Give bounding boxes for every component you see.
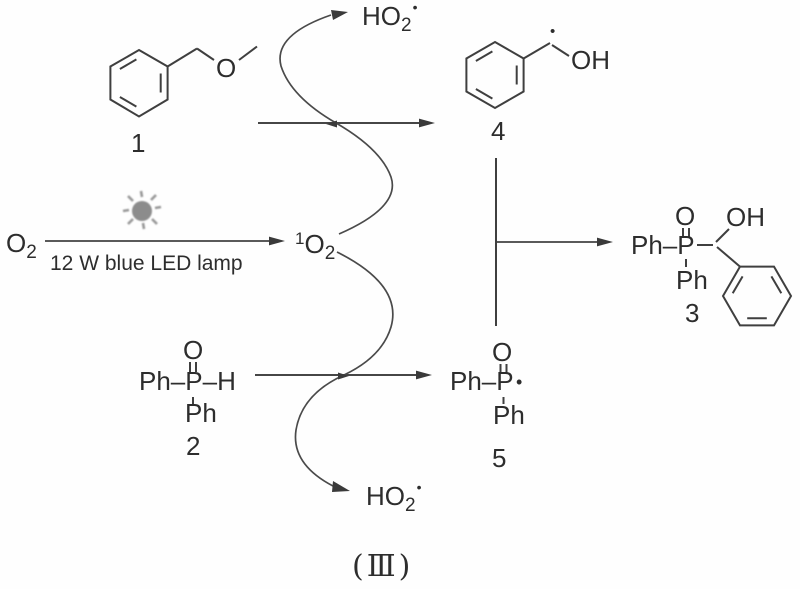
compound2-phenyl-below: Ph [185,398,217,428]
compound1-bonds [167,45,258,68]
compound5-oxo-oxygen: O [492,337,513,367]
compound2-backbone: Ph–P–H [139,366,236,396]
led-condition-label: 12 W blue LED lamp [50,252,243,275]
compound2-bonds [189,362,197,404]
arrow-compound1-to-4 [258,118,435,128]
arrow-to-compound3 [497,237,613,247]
ho2-radical-bottom-label: HO2• [366,479,422,516]
arrow-compound2-to-5 [255,370,432,380]
compound5-backbone: Ph–P [450,366,514,396]
compound1-number: 1 [131,128,146,158]
compound3-backbone: Ph–P [631,230,695,260]
compound4-hydroxyl: OH [571,45,610,75]
compound1-ether-oxygen: O [216,53,237,83]
ho2-radical-top-label: HO2• [362,0,418,36]
compound5-phenyl-below: Ph [493,400,525,430]
scheme-number-label: (Ⅲ) [352,549,414,584]
oxygen-reactant-label: O2 [6,228,37,263]
compound4-bonds [523,42,570,60]
benzene-ring-compound1 [109,48,169,118]
compound5-number: 5 [492,443,507,473]
singlet-oxygen-label: 1O2 [295,229,336,264]
compound3-hydroxyl: OH [726,202,765,232]
compound4-radical-dot: • [550,23,556,40]
compound4-number: 4 [491,116,506,146]
arrow-o2-to-singlet-o2 [45,236,285,246]
benzene-ring-compound3 [721,265,793,327]
compound2-number: 2 [186,431,201,461]
compound5-bonds [499,364,508,404]
s-curve-top [279,10,394,235]
s-curve-bottom [294,251,394,492]
sun-icon [122,190,162,230]
compound2-oxo-oxygen: O [183,335,204,365]
compound3-number: 3 [685,298,700,328]
compound3-phenyl-below: Ph [676,265,708,295]
compound3-bonds [682,228,741,268]
compound5-radical-dot: • [516,372,523,392]
radical-dot: • [416,479,422,495]
compound3-oxo-oxygen: O [675,201,696,231]
benzene-ring-compound4 [465,40,525,110]
radical-dot: • [412,0,418,15]
